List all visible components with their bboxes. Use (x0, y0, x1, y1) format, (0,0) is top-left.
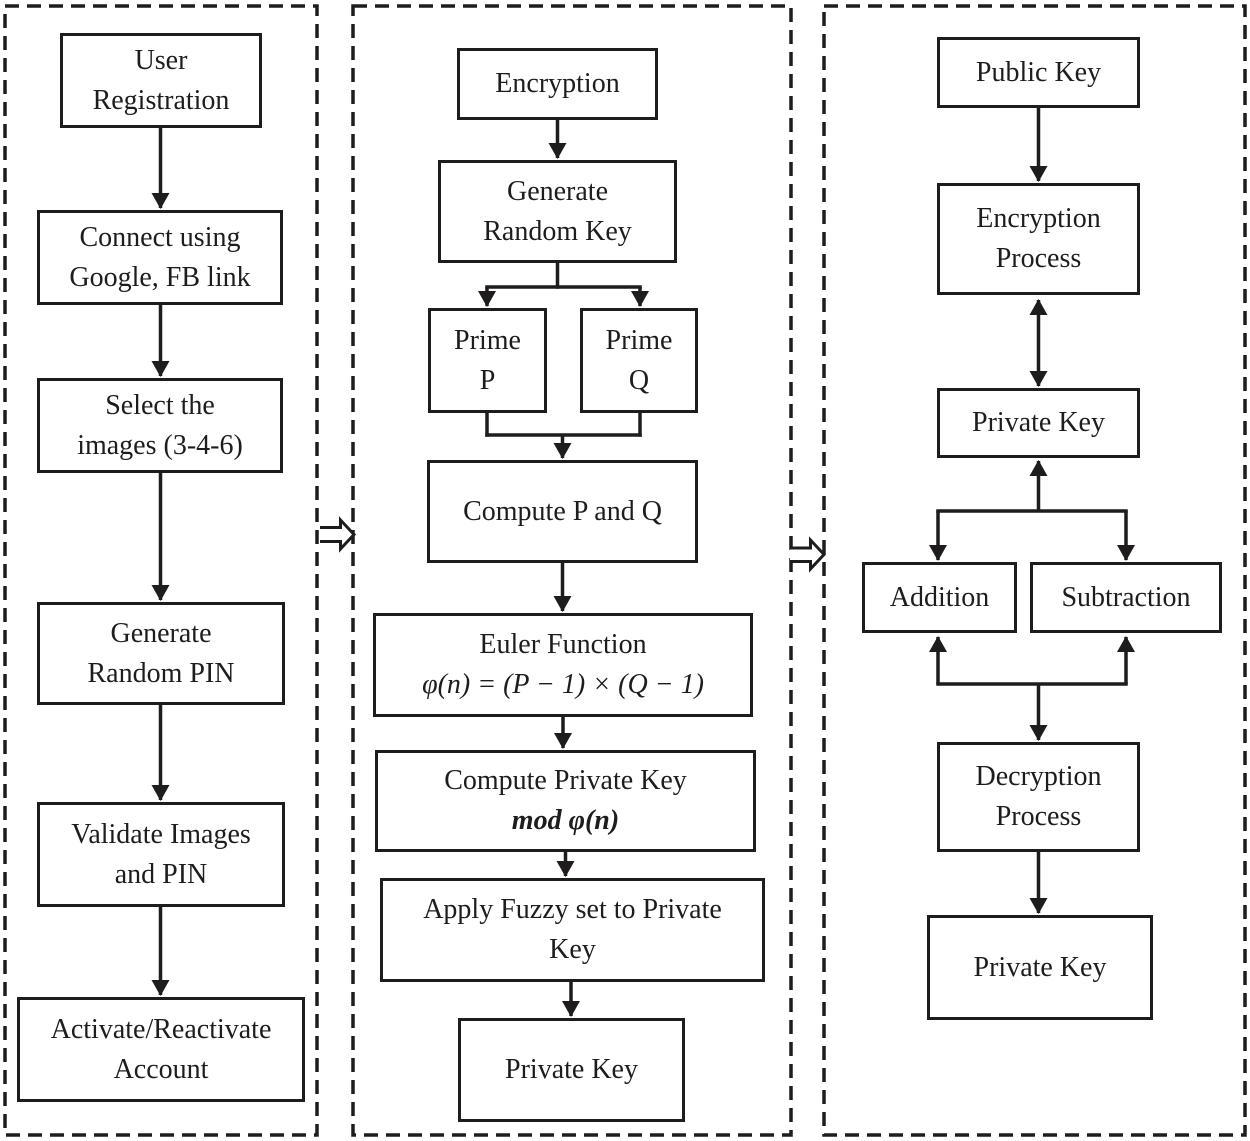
node-label: Euler Function (479, 629, 647, 661)
node-label: Random PIN (87, 657, 235, 689)
node-label: Generate (110, 617, 212, 649)
node-private-key: Private Key (937, 388, 1140, 458)
node-user-registration: User Registration (60, 33, 262, 128)
node-public-key: Public Key (937, 37, 1140, 108)
node-prime-p: Prime P (428, 308, 547, 413)
node-label: Process (995, 801, 1082, 832)
node-label: Addition (889, 581, 990, 613)
node-label: and PIN (114, 858, 208, 890)
node-encryption: Encryption (457, 48, 658, 120)
node-prime-q: Prime Q (580, 308, 698, 413)
node-label: Account (113, 1053, 209, 1085)
node-label: Private Key (973, 951, 1107, 983)
node-compute-p-and-q: Compute P and Q (427, 460, 698, 563)
node-label: Prime (454, 324, 521, 356)
panel2-to-panel3-flow-arrow-icon (790, 536, 827, 573)
mod-formula: mod φ(n) (511, 805, 620, 836)
node-label: Private Key (972, 407, 1105, 439)
node-subtraction: Subtraction (1030, 562, 1222, 633)
node-private-key-result: Private Key (458, 1018, 685, 1122)
node-select-images: Select the images (3-4-6) (37, 378, 283, 473)
node-addition: Addition (862, 562, 1017, 633)
node-label: Google, FB link (69, 261, 251, 293)
panel-key-generation-border (351, 4, 793, 1137)
node-generate-random-key: Generate Random Key (438, 160, 677, 263)
node-label: Generate (506, 175, 609, 207)
node-label: Compute P and Q (463, 495, 662, 527)
panel1-to-panel2-flow-arrow-icon (320, 516, 357, 553)
node-label: Random Key (483, 215, 632, 247)
node-label: Q (628, 364, 650, 396)
node-label: Subtraction (1061, 581, 1191, 613)
node-label: Connect using (79, 221, 241, 253)
node-label: Decryption (975, 761, 1102, 793)
key-generation-flow-arrows (478, 119, 649, 1017)
node-euler-function: Euler Function φ(n) = (P − 1) × (Q − 1) (373, 613, 753, 717)
node-label: Public Key (975, 56, 1102, 88)
node-label: Compute Private Key (444, 765, 687, 797)
panel-encryption-decryption-border (822, 4, 1247, 1137)
node-encryption-process: Encryption Process (937, 183, 1140, 295)
node-label: Private Key (505, 1054, 638, 1086)
node-label: P (479, 364, 496, 396)
node-label: Select the (105, 389, 215, 421)
node-label: Key (549, 934, 596, 965)
node-label: Process (995, 243, 1082, 274)
node-decryption-process: Decryption Process (937, 742, 1140, 852)
node-label: Apply Fuzzy set to Private (423, 894, 722, 926)
node-label: Activate/Reactivate (50, 1013, 272, 1045)
node-label: images (3-4-6) (77, 429, 243, 461)
node-label: Registration (92, 84, 230, 116)
node-label: Encryption (976, 203, 1101, 235)
node-validate-images-pin: Validate Images and PIN (37, 802, 285, 907)
node-private-key-output: Private Key (927, 915, 1153, 1020)
node-compute-private-key: Compute Private Key mod φ(n) (375, 750, 756, 852)
euler-formula: φ(n) = (P − 1) × (Q − 1) (422, 669, 704, 700)
node-label: Prime (605, 324, 673, 356)
node-generate-random-pin: Generate Random PIN (37, 602, 285, 705)
panel-registration-border (3, 4, 319, 1137)
node-connect-social: Connect using Google, FB link (37, 210, 283, 305)
node-label: Validate Images (71, 818, 251, 850)
node-apply-fuzzy-set: Apply Fuzzy set to Private Key (380, 878, 765, 982)
node-label: Encryption (495, 68, 620, 100)
node-activate-account: Activate/Reactivate Account (17, 997, 305, 1102)
encryption-decryption-flow-arrows (929, 107, 1135, 914)
node-label: User (134, 44, 188, 76)
